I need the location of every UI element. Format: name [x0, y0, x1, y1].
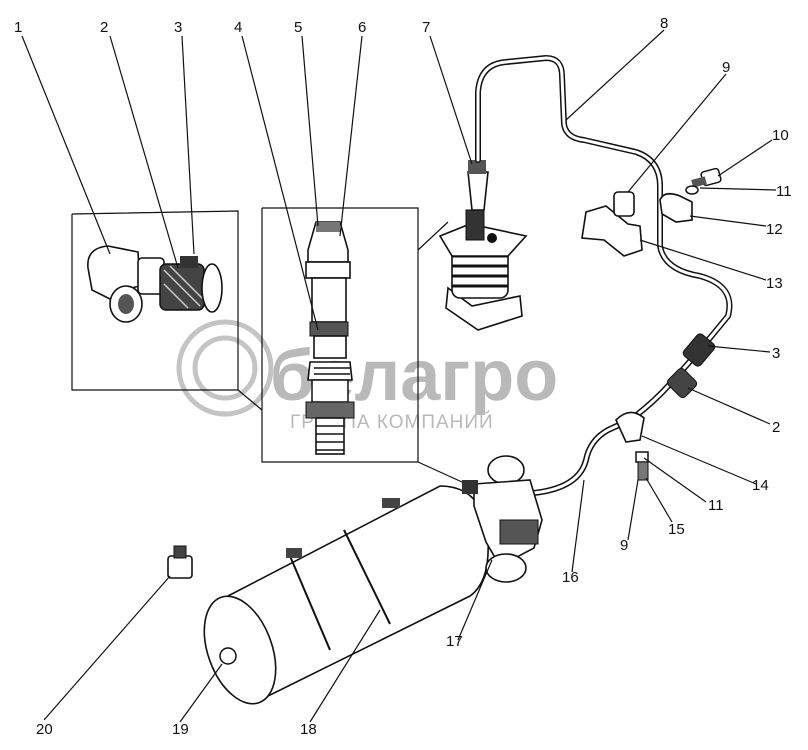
unloader-valve: [462, 455, 543, 583]
callout-14: 14: [752, 477, 769, 494]
callout-3-right: 3: [772, 345, 780, 362]
callout-11-bottom: 11: [708, 497, 724, 514]
callout-2: 2: [100, 19, 108, 36]
watermark-logo-inner-ring: [192, 335, 258, 401]
callout-13: 13: [766, 275, 783, 292]
callout-5: 5: [294, 19, 302, 36]
callout-7: 7: [422, 19, 430, 36]
inset-connector: [237, 389, 263, 411]
callout-15: 15: [668, 521, 685, 538]
callout-19: 19: [172, 721, 189, 738]
bolt-and-washer: [685, 167, 722, 195]
callout-4: 4: [234, 19, 242, 36]
leader-lines: [21, 29, 777, 723]
callout-20: 20: [36, 721, 53, 738]
inset-to-unit-arrow: [417, 461, 463, 483]
callout-11-top: 11: [776, 183, 792, 200]
callout-10: 10: [772, 127, 789, 144]
drain-valve: [167, 545, 193, 579]
callout-6: 6: [358, 19, 366, 36]
control-valve: [438, 160, 528, 331]
callout-12: 12: [766, 221, 783, 238]
callout-1: 1: [14, 19, 22, 36]
callout-9-top: 9: [722, 59, 730, 76]
watermark-logo-ring: [176, 319, 274, 417]
connector-fitting-assembly: [305, 221, 355, 455]
callout-2-right: 2: [772, 419, 780, 436]
callout-3: 3: [174, 19, 182, 36]
elbow-fitting-assembly: [87, 245, 223, 323]
callout-16: 16: [562, 569, 579, 586]
pipe-clamp: [581, 191, 693, 257]
inset-to-valve-line: [417, 221, 449, 251]
callout-9-bottom: 9: [620, 537, 628, 554]
air-pipes: [475, 55, 733, 497]
watermark: белагро ГРУППА КОМПАНИЙ: [176, 319, 558, 433]
callout-18: 18: [300, 721, 317, 738]
callout-17: 17: [446, 633, 463, 650]
air-tank: [203, 485, 489, 705]
pipe-clip: [615, 411, 649, 481]
callout-8: 8: [660, 15, 668, 32]
callout-labels: 1 2 3 4 5 6 7 8 9 10 11 12 13 3 2 14 11 …: [14, 15, 792, 738]
